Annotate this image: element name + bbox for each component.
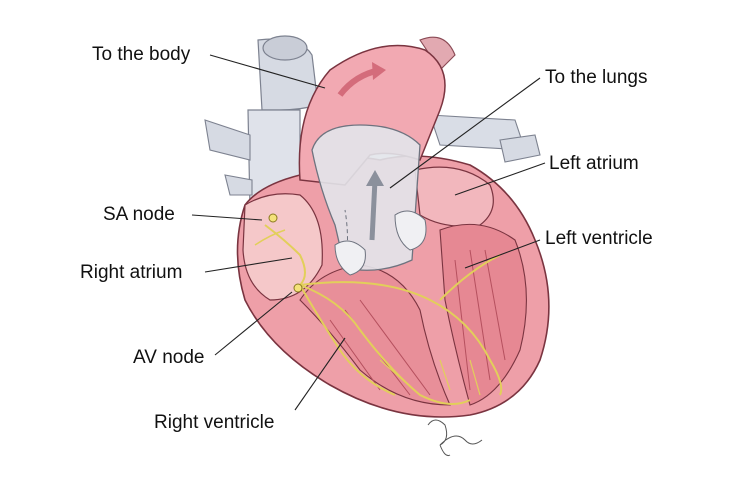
pulmonary-trunk [311,124,427,276]
leader-lines [191,54,546,411]
conduction-system [254,224,503,405]
av-node-marker [293,283,303,293]
label-right-atrium: Right atrium [80,262,183,283]
label-av-node: AV node [133,347,205,368]
sa-node-marker [268,213,278,223]
label-left-ventricle: Left ventricle [545,228,653,249]
label-right-ventricle: Right ventricle [154,412,275,433]
artist-signature [427,419,483,456]
label-to-the-lungs: To the lungs [545,67,648,88]
label-to-the-body: To the body [92,44,191,65]
label-sa-node: SA node [103,204,175,225]
gray-vessels [204,35,541,211]
label-left-atrium: Left atrium [549,153,639,174]
